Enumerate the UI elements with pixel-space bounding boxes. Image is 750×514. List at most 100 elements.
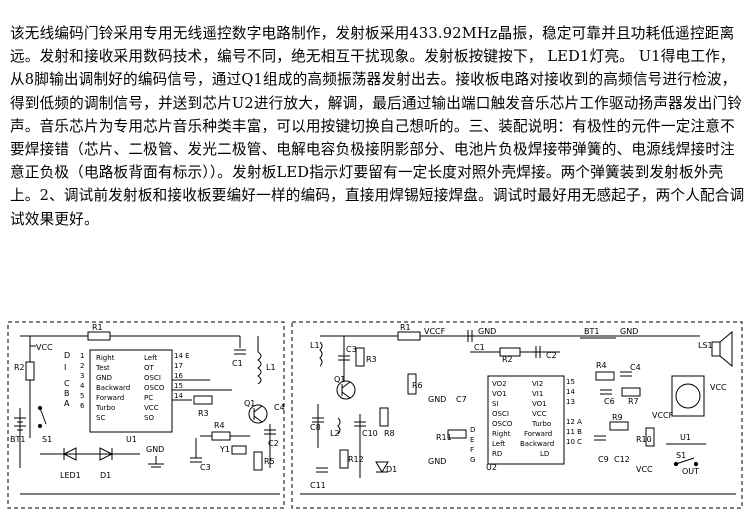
rx-r8-label: R8 xyxy=(384,429,395,438)
svg-text:SC: SC xyxy=(96,414,105,422)
rx-ls1-label: LS1 xyxy=(698,341,713,350)
tx-u1-left-pins: Right Test GND Backward Forward Turbo SC xyxy=(95,354,130,422)
rx-r11-label: R11 xyxy=(436,433,452,442)
rx-u2-right-pins: VI2 VI1 VO1 VCC Turbo Forward Backward L… xyxy=(520,380,554,458)
rx-r4-label: R4 xyxy=(596,361,607,370)
svg-text:OSCO: OSCO xyxy=(492,420,513,428)
rx-gnd-top2-label: GND xyxy=(620,327,638,336)
svg-text:Right: Right xyxy=(96,354,115,362)
svg-text:15: 15 xyxy=(566,378,575,386)
svg-text:VI1: VI1 xyxy=(532,390,543,398)
rx-u1-music-chip xyxy=(675,383,701,409)
article-text: 该无线编码门铃采用专用无线遥控数字电路制作，发射板采用433.92MHz晶振，稳… xyxy=(10,22,746,231)
tx-c2-label: C2 xyxy=(268,439,279,448)
svg-text:Backward: Backward xyxy=(96,384,130,392)
rx-c8-label: C8 xyxy=(310,423,321,432)
svg-text:PC: PC xyxy=(144,394,153,402)
tx-s1-label: S1 xyxy=(42,435,52,444)
tx-r3-label: R3 xyxy=(198,409,209,418)
tx-bt1-label: BT1 xyxy=(10,435,25,444)
svg-text:G: G xyxy=(470,456,475,464)
svg-text:SI: SI xyxy=(492,400,499,408)
rx-u2-left-letters: D E F G xyxy=(470,426,475,464)
rx-r12-label: R12 xyxy=(348,455,364,464)
svg-text:VO1: VO1 xyxy=(532,400,547,408)
svg-text:Left: Left xyxy=(144,354,157,362)
svg-text:16: 16 xyxy=(174,372,183,380)
svg-text:RD: RD xyxy=(492,450,502,458)
rx-r1-label: R1 xyxy=(400,323,411,332)
svg-text:13: 13 xyxy=(566,398,575,406)
transmitter-schematic: R1 VCC R2 BT1 S1 D I C B A 1 2 3 4 xyxy=(7,321,285,509)
rx-c2-label: C2 xyxy=(546,351,557,360)
svg-text:OT: OT xyxy=(144,364,155,372)
svg-text:VO1: VO1 xyxy=(492,390,507,398)
rx-q1-label: Q1 xyxy=(334,375,345,384)
tx-pin-14e: 14 E xyxy=(174,352,190,360)
svg-text:Forward: Forward xyxy=(524,430,552,438)
tx-q1-label: Q1 xyxy=(244,399,255,408)
tx-gnd-label: GND xyxy=(146,445,164,454)
svg-text:Test: Test xyxy=(95,364,110,372)
svg-text:17: 17 xyxy=(174,362,183,370)
tx-r5-label: R5 xyxy=(264,457,275,466)
rx-out-label: OUT xyxy=(682,467,699,476)
svg-text:4: 4 xyxy=(80,382,85,390)
rx-c1-label: C1 xyxy=(474,343,485,352)
rx-r3-label: R3 xyxy=(366,355,377,364)
svg-text:D: D xyxy=(470,426,475,434)
svg-text:E: E xyxy=(470,436,474,444)
rx-vcc-right-label: VCC xyxy=(710,383,727,392)
tx-left-numbers: 1 2 3 4 5 6 xyxy=(80,352,85,410)
circuit-schematic: R1 VCC R2 BT1 S1 D I C B A 1 2 3 4 xyxy=(7,321,743,509)
tx-r4-label: R4 xyxy=(214,421,225,430)
svg-text:VO2: VO2 xyxy=(492,380,507,388)
svg-text:2: 2 xyxy=(80,362,84,370)
rx-u2-right-numbers: 15 14 13 12 A 11 B 10 C xyxy=(566,378,582,446)
tx-letter-i: I xyxy=(64,363,66,372)
tx-led1-label: LED1 xyxy=(60,471,81,480)
svg-text:14: 14 xyxy=(566,388,575,396)
rx-r2-label: R2 xyxy=(502,355,513,364)
rx-s1-label: S1 xyxy=(676,451,686,460)
rx-r6-label: R6 xyxy=(412,381,423,390)
tx-left-letters: D I C B A xyxy=(64,351,70,408)
rx-c6-label: C6 xyxy=(604,397,615,406)
tx-u1-label: U1 xyxy=(126,435,137,444)
tx-u1-right-numbers: 17 16 15 14 xyxy=(174,362,183,400)
tx-u1-right-pins: Left OT OSCI OSCO PC VCC SO xyxy=(144,354,165,422)
tx-r2-label: R2 xyxy=(14,363,25,372)
rx-d1-label: D1 xyxy=(386,465,397,474)
rx-c9-label: C9 xyxy=(598,455,609,464)
svg-text:3: 3 xyxy=(80,372,84,380)
rx-gnd-mid-label: GND xyxy=(428,395,446,404)
rx-l1-label: L1 xyxy=(310,341,320,350)
rx-c7-label: C7 xyxy=(456,395,467,404)
svg-text:Turbo: Turbo xyxy=(531,420,551,428)
svg-text:LD: LD xyxy=(540,450,549,458)
tx-c3-label: C3 xyxy=(200,463,211,472)
svg-text:SO: SO xyxy=(144,414,154,422)
rx-gnd-bottom-label: GND xyxy=(428,457,446,466)
rx-r7-label: R7 xyxy=(628,397,639,406)
tx-c1-label: C1 xyxy=(232,359,243,368)
svg-text:12 A: 12 A xyxy=(566,418,582,426)
svg-text:15: 15 xyxy=(174,382,183,390)
svg-text:OSCI: OSCI xyxy=(144,374,161,382)
svg-text:Forward: Forward xyxy=(96,394,124,402)
tx-letter-b: B xyxy=(64,389,70,398)
tx-vcc-label: VCC xyxy=(36,343,53,352)
rx-l2-label: L2 xyxy=(330,429,340,438)
rx-vccf-label: VCCF xyxy=(424,327,446,336)
tx-letter-d: D xyxy=(64,351,70,360)
rx-bt1-label: BT1 xyxy=(584,327,599,336)
rx-c3-label: C3 xyxy=(346,345,357,354)
svg-text:Backward: Backward xyxy=(520,440,554,448)
rx-u2-chip xyxy=(487,375,565,465)
svg-text:VCC: VCC xyxy=(532,410,547,418)
svg-text:1: 1 xyxy=(80,352,84,360)
svg-text:GND: GND xyxy=(96,374,112,382)
rx-c10-label: C10 xyxy=(362,429,378,438)
rx-gnd-top-label: GND xyxy=(478,327,496,336)
rx-c4-label: C4 xyxy=(630,363,641,372)
